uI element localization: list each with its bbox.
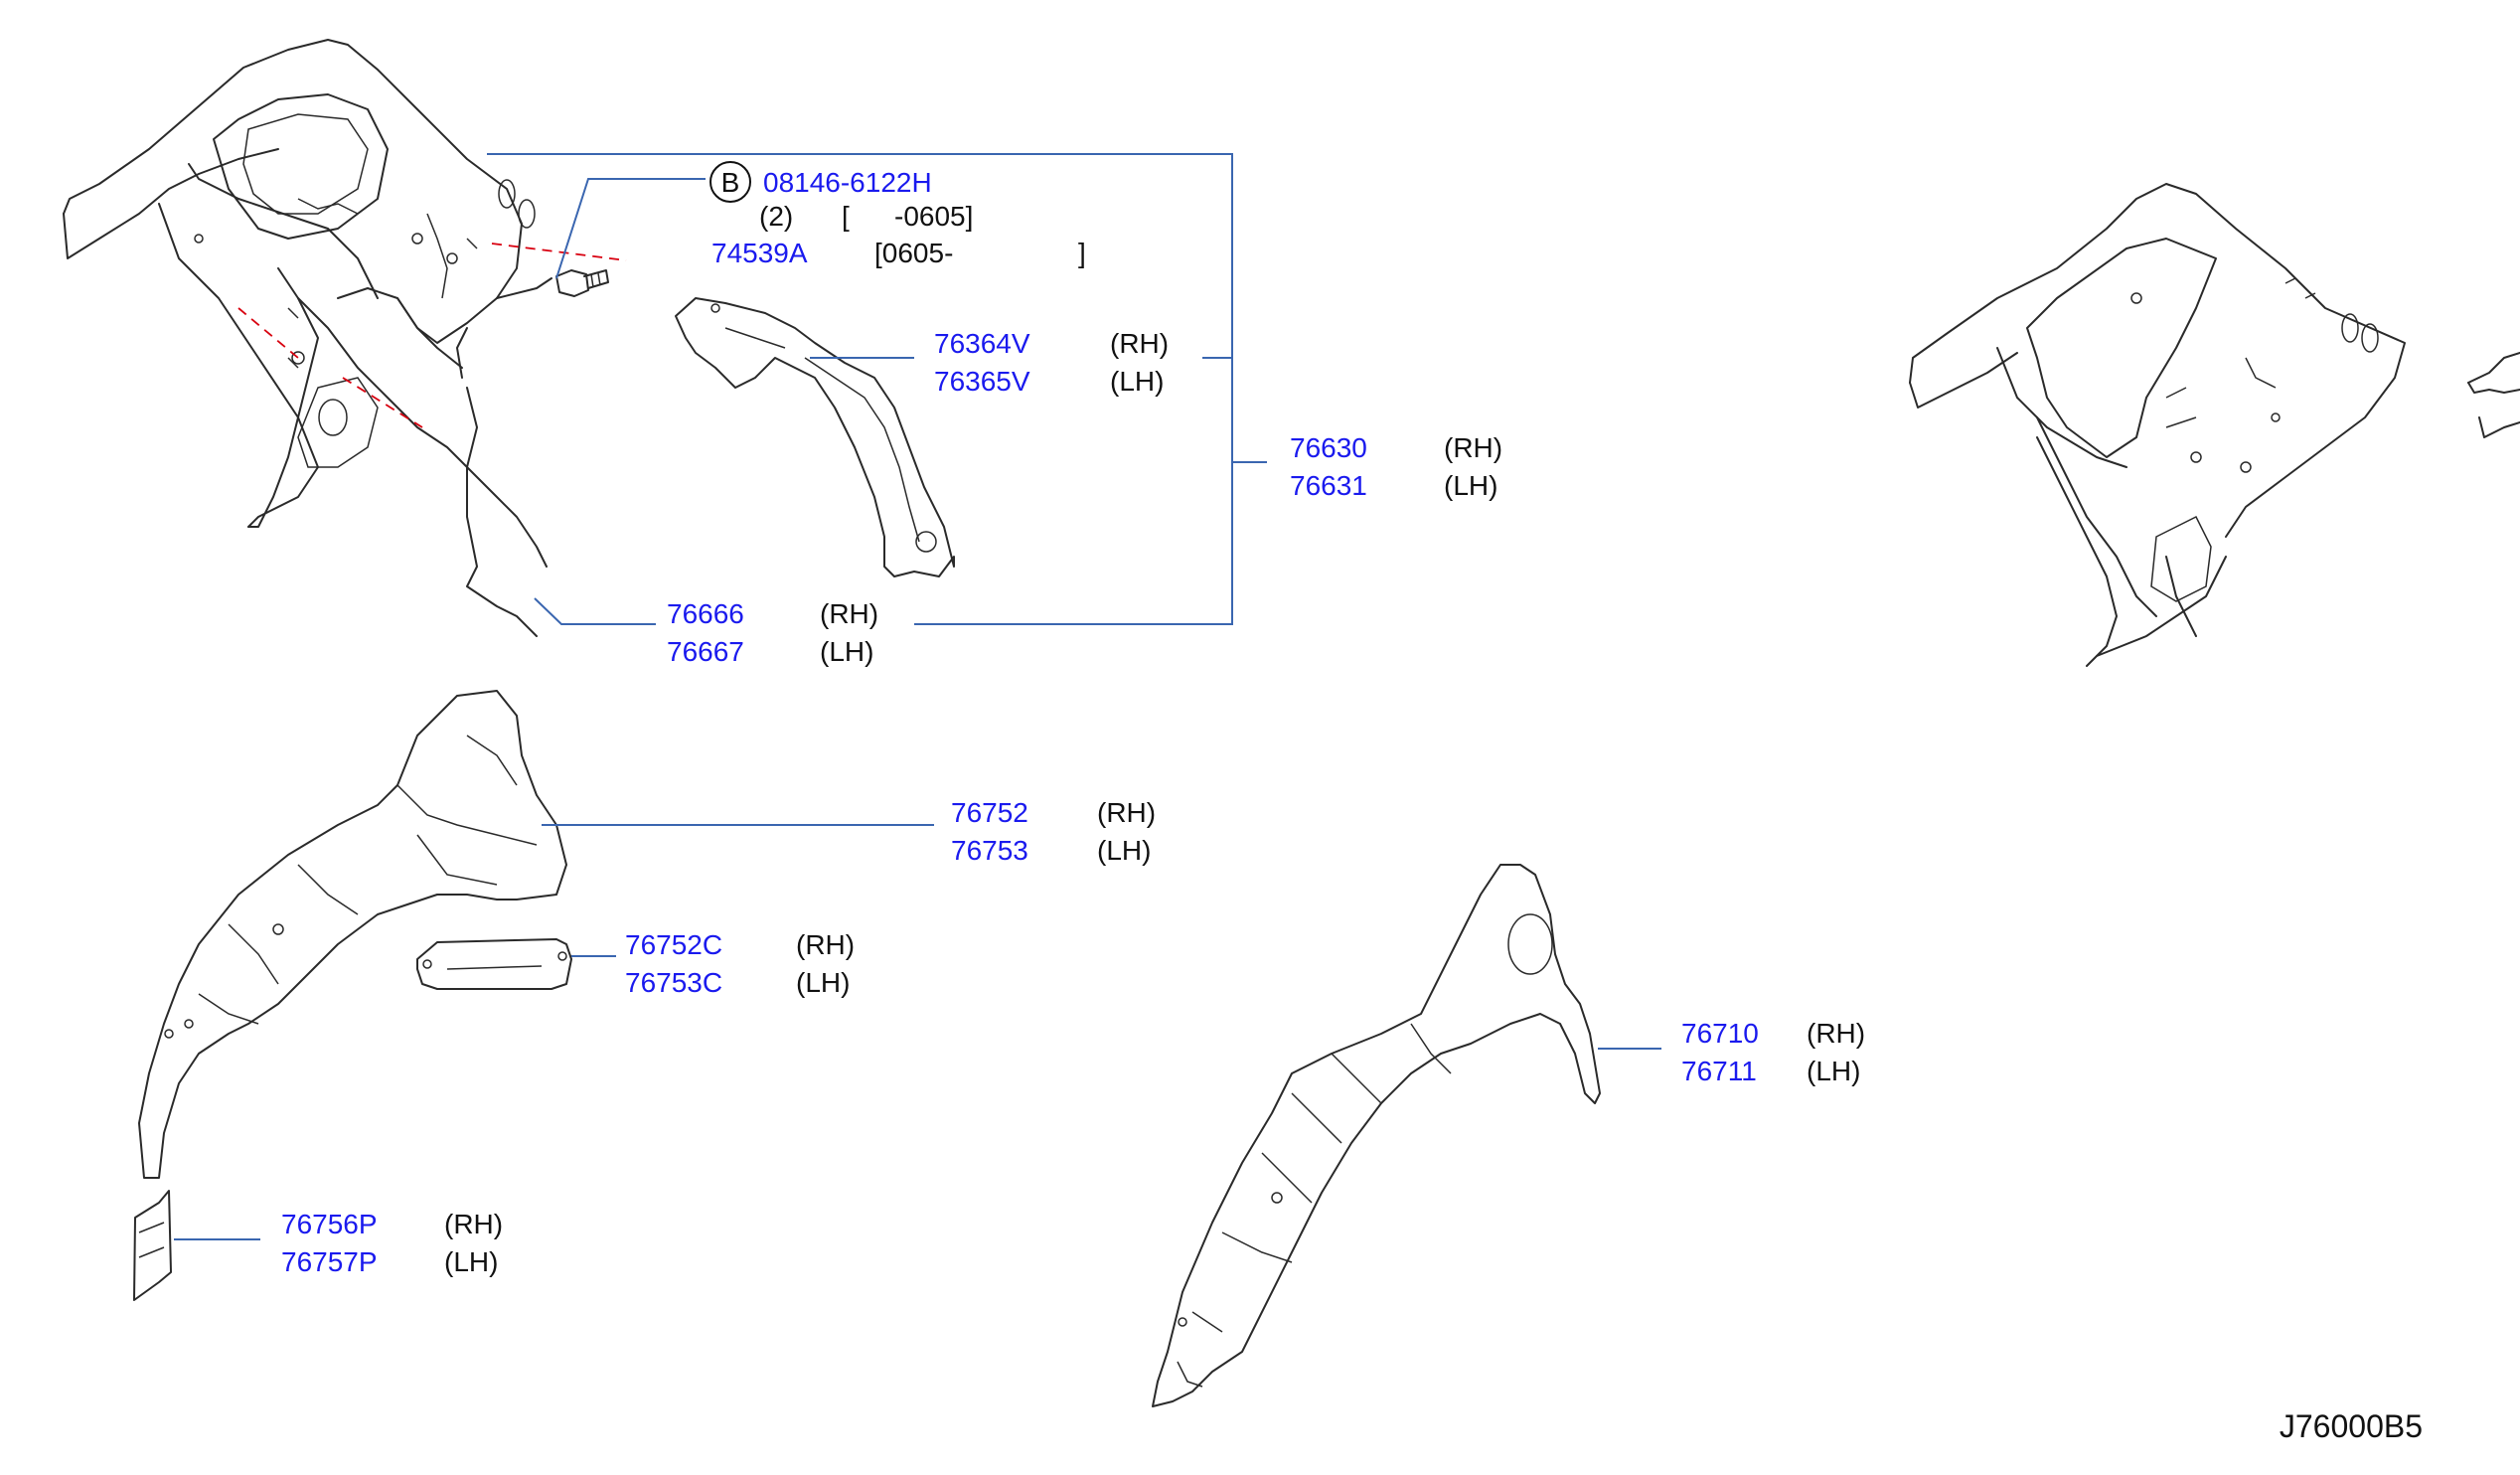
side-76710: (RH) [1807,1018,1865,1049]
part-number-76752c: 76752C [625,929,722,960]
part-number-08146-6122h: 08146-6122H [763,167,932,198]
panel-76752c-illustration [416,938,572,990]
bolt-marker-letter: B [721,167,740,198]
part-number-76710: 76710 [1681,1018,1759,1049]
side-76365v: (LH) [1110,366,1164,397]
bolt-callout: B 08146-6122H (2) [ -0605] 74539A [0605-… [709,161,1086,268]
part-number-74539a: 74539A [711,238,808,268]
label-group-76752: 76752 (RH) 76753 (LH) [951,797,1156,866]
bracket-76364v-illustration [675,297,955,577]
label-group-76666: 76666 (RH) 76667 (LH) [667,598,878,667]
part-number-76631: 76631 [1290,470,1367,501]
label-group-76630: 76630 (RH) 76631 (LH) [1290,432,1502,501]
part-number-76711: 76711 [1681,1056,1757,1086]
part-number-76757p: 76757P [281,1246,378,1277]
rear-inner-panel-assembly-rh-illustration [1909,183,2406,667]
alt-range-close: ] [1078,238,1086,268]
part-number-76630: 76630 [1290,432,1367,463]
label-group-76710: 76710 (RH) 76711 (LH) [1681,1018,1865,1086]
rear-inner-panel-assembly-illustration [63,39,552,637]
bolt-range-open: [ [842,201,850,232]
label-group-76364v: 76364V (RH) 76365V (LH) [934,328,1169,397]
part-number-76364v: 76364V [934,328,1030,359]
bracket-76756p-illustration [133,1190,172,1301]
side-76753c: (LH) [796,967,850,998]
wheel-house-76752-illustration [138,690,567,1179]
side-76630: (RH) [1444,432,1502,463]
part-number-76365v: 76365V [934,366,1030,397]
part-number-76667: 76667 [667,636,744,667]
side-76753: (LH) [1097,835,1151,866]
wheel-house-76710-illustration [1152,864,1601,1407]
part-number-76756p: 76756P [281,1209,378,1239]
side-76631: (LH) [1444,470,1497,501]
red-bolt-direction-lines [237,243,627,428]
bolt-quantity: (2) [759,201,793,232]
diagram-code: J76000B5 [2280,1408,2423,1444]
bolt-marker-circle [709,161,751,203]
leader-lines [174,153,1661,1240]
side-76364v: (RH) [1110,328,1169,359]
part-number-76753c: 76753C [625,967,722,998]
side-76757p: (LH) [444,1246,498,1277]
side-76756p: (RH) [444,1209,503,1239]
bolt-illustration [555,269,609,297]
side-76667: (LH) [820,636,873,667]
part-number-76753: 76753 [951,835,1028,866]
label-group-76756p: 76756P (RH) 76757P (LH) [281,1209,503,1277]
alt-range-start: [0605- [874,238,953,268]
side-76752: (RH) [1097,797,1156,828]
side-76752c: (RH) [796,929,855,960]
part-number-76666: 76666 [667,598,744,629]
label-group-76752c: 76752C (RH) 76753C (LH) [625,929,855,998]
partial-bracket-edge-illustration [2467,352,2520,438]
side-76666: (RH) [820,598,878,629]
side-76711: (LH) [1807,1056,1860,1086]
bolt-range-end: -0605] [894,201,973,232]
part-number-76752: 76752 [951,797,1028,828]
